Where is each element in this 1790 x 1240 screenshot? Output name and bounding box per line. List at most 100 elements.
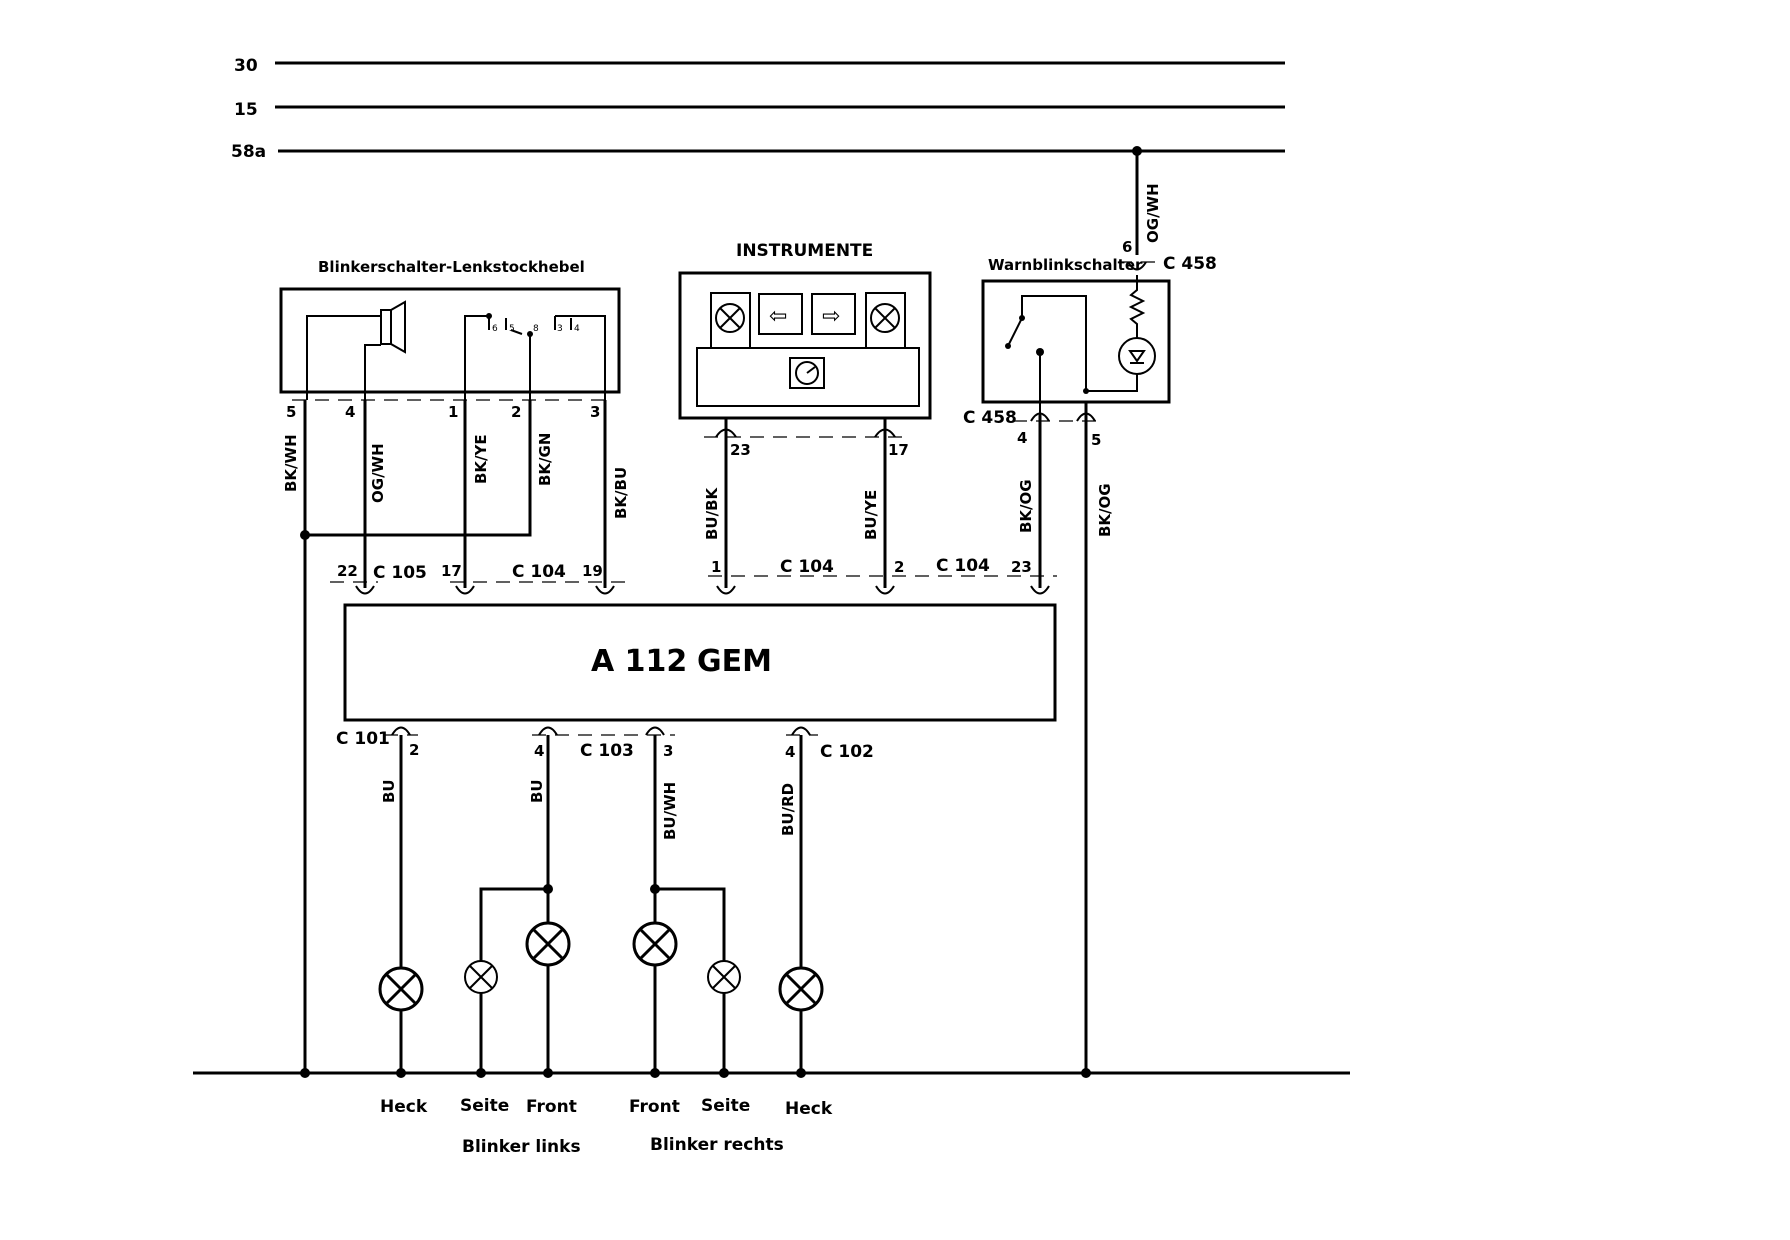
gauge-needle: [806, 366, 816, 374]
connector-fork-icon: [538, 726, 558, 736]
instruments-box: [678, 271, 932, 420]
wire-side-left: [479, 887, 548, 1073]
connector-fork-icon: [791, 726, 811, 736]
switch-pin-5: 5: [286, 403, 296, 421]
connector-fork-icon: [455, 585, 475, 595]
hazard-internal-wire: [1086, 374, 1138, 392]
contact-label: 5: [509, 324, 515, 334]
lamp-holder: [710, 292, 751, 349]
hazard-pin-4: 4: [1017, 429, 1027, 447]
connector-label: C 102: [820, 742, 874, 762]
junction-dot: [300, 1068, 310, 1078]
wire-label: BU/RD: [779, 783, 797, 836]
rail-30-label: 30: [234, 56, 258, 76]
gauge-icon: [795, 361, 819, 385]
wire-label: OG/WH: [369, 443, 387, 503]
wire-label: OG/WH: [1144, 183, 1162, 243]
bulb-icon: [632, 921, 678, 967]
diode-icon: [1128, 350, 1146, 363]
junction-dot: [543, 884, 553, 894]
switch-pin-2: 2: [511, 403, 521, 421]
junction-dot: [650, 1068, 660, 1078]
gauge-box: [789, 357, 825, 389]
bulb-icon: [378, 966, 424, 1012]
wire-label: BU: [380, 779, 398, 803]
hazard-title: Warnblinkschalter: [988, 256, 1143, 274]
switch-title: Blinkerschalter-Lenkstockhebel: [318, 258, 585, 276]
lamp-label: Heck: [380, 1097, 428, 1117]
connector-fork-icon: [716, 585, 736, 595]
bulb-icon: [525, 921, 571, 967]
contact-label: 8: [533, 324, 539, 334]
wire-label: BK/OG: [1017, 479, 1035, 533]
indicator-lamp-icon: [715, 303, 745, 333]
wire-label: BU/BK: [703, 486, 721, 540]
switch-pin-4: 4: [345, 403, 355, 421]
contact-label: 4: [574, 324, 580, 334]
switch-pin-3: 3: [590, 403, 600, 421]
wire-label: BK/YE: [472, 434, 490, 484]
wire-label: BK/WH: [282, 434, 300, 492]
junction-dot: [300, 530, 310, 540]
left-arrow-box: [758, 293, 803, 335]
gem-pin: 17: [441, 562, 462, 580]
indicator-lamp-icon: [870, 303, 900, 333]
junction-dot: [527, 331, 533, 337]
wire-label: BK/GN: [536, 433, 554, 486]
instruments-title: INSTRUMENTE: [736, 241, 873, 261]
gem-bottom-connectors: C 101 2 4 C 103 3 4 C 102: [336, 726, 874, 762]
connector-fork-icon: [645, 726, 665, 736]
junction-dot: [396, 1068, 406, 1078]
lamp-wiring: BU BU BU/WH BU/RD: [380, 735, 803, 1073]
gem-id: A 112: [591, 644, 687, 679]
junction-dot: [543, 1068, 553, 1078]
gem-name: GEM: [697, 644, 772, 679]
gem-pin: 2: [409, 741, 419, 759]
gem-pin: 22: [337, 562, 358, 580]
wire-label: BU: [528, 779, 546, 803]
left-arrow-icon: ⇦: [769, 304, 787, 329]
gem-pin: 19: [582, 562, 603, 580]
gem-pin: 23: [1011, 558, 1032, 576]
lamp-labels: Heck Seite Front Front Seite Heck Blinke…: [380, 1096, 833, 1157]
lamp-label: Front: [526, 1097, 577, 1117]
gem-pin: 3: [663, 742, 673, 760]
connector-fork-icon: [391, 726, 411, 736]
bulbs: [378, 921, 824, 1078]
lamp-label: Heck: [785, 1099, 833, 1119]
horn-icon: [390, 300, 406, 354]
contact-label: 3: [557, 324, 563, 334]
connector-fork-icon: [595, 585, 615, 595]
junction-dot: [1132, 146, 1142, 156]
lamp-cross: [719, 307, 741, 329]
junction-dot: [1081, 1068, 1091, 1078]
hazard-wires: BK/OG BK/OG: [1017, 402, 1114, 1078]
instrument-pin-23: 23: [730, 441, 751, 459]
gem-pin: 4: [534, 742, 544, 760]
connector-fork-icon: [875, 585, 895, 595]
lamp-cross: [874, 307, 896, 329]
hazard-pin-5: 5: [1091, 431, 1101, 449]
wire-side-right: [655, 887, 726, 1073]
connector-fork-icon: [1030, 585, 1050, 595]
contact-6-line: [464, 315, 489, 400]
group-label-left: Blinker links: [462, 1137, 581, 1157]
contact-label: 6: [492, 324, 498, 334]
junction-dot: [486, 313, 492, 319]
connector-fork-icon: [1127, 261, 1147, 271]
junction-dot: [650, 884, 660, 894]
connector-label: C 104: [512, 562, 566, 582]
switch-lever-arm: [510, 329, 523, 335]
junction-dot: [796, 1068, 806, 1078]
contact-4-line: [555, 315, 606, 400]
switch-box: [279, 287, 621, 394]
gem-pin: 4: [785, 743, 795, 761]
gem-box: [343, 603, 1057, 722]
right-arrow-icon: ⇨: [822, 304, 840, 329]
connector-label: C 101: [336, 729, 390, 749]
right-arrow-box: [811, 293, 856, 335]
connector-label: C 104: [936, 556, 990, 576]
wire-label: BK/BU: [612, 467, 630, 519]
junction-dot: [1005, 343, 1011, 349]
turn-signal-switch: Blinkerschalter-Lenkstockhebel 6 5 8 3 4…: [279, 258, 621, 421]
